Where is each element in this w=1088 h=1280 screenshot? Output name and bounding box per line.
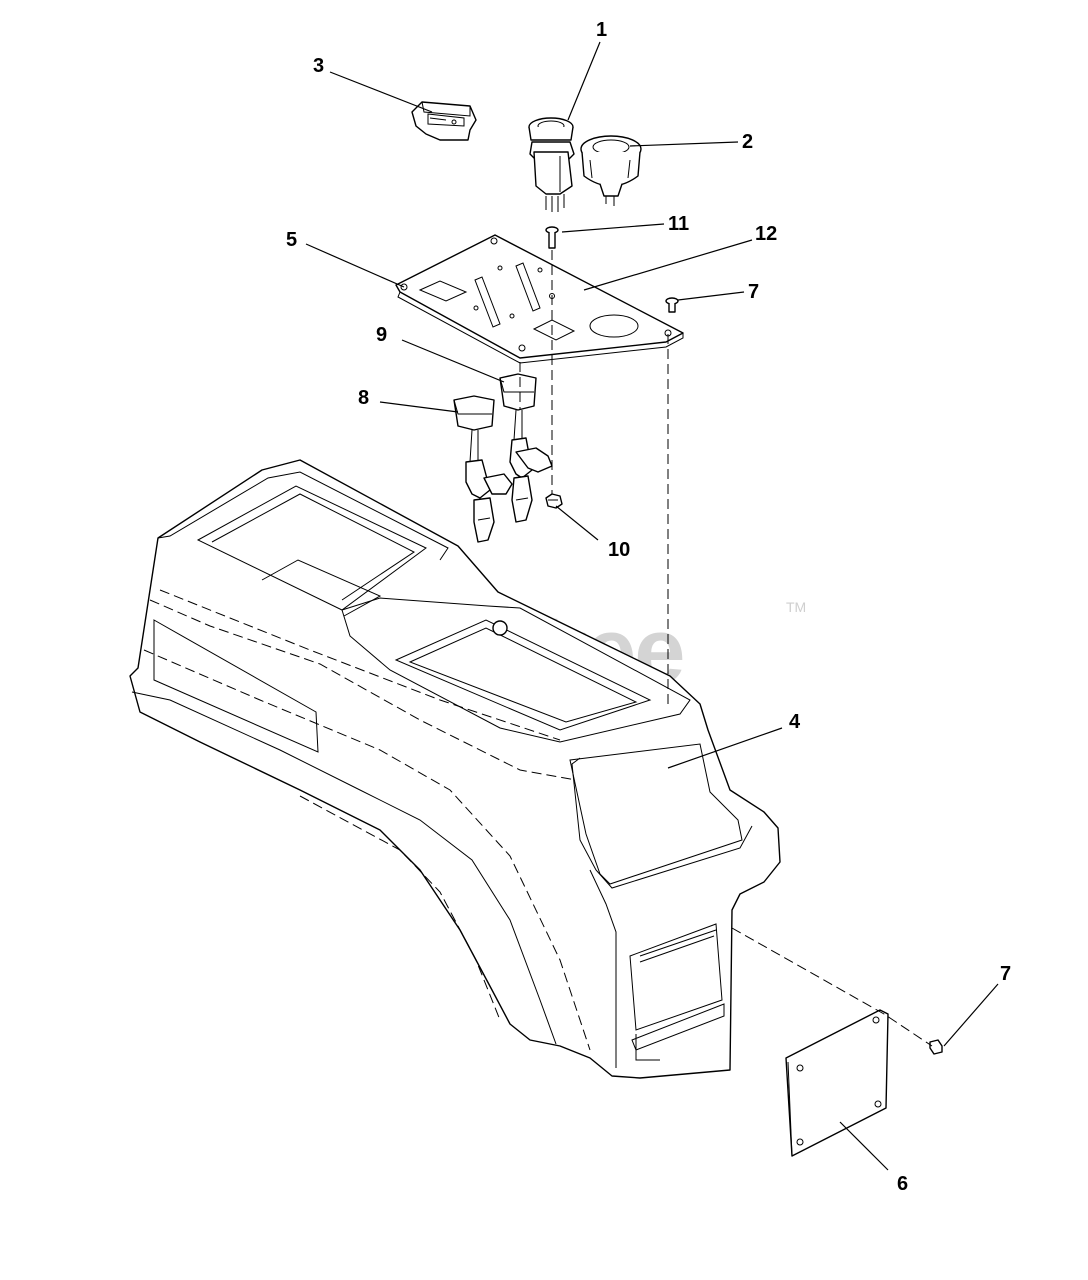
part-6-cover-plate[interactable] bbox=[785, 1009, 889, 1157]
callout-7-bottom: 7 bbox=[1000, 963, 1011, 985]
callout-7-top: 7 bbox=[748, 281, 759, 303]
callouts: 1 2 3 4 5 6 7 7 8 9 10 11 12 bbox=[286, 19, 1011, 1195]
callout-1: 1 bbox=[596, 19, 607, 41]
callout-10: 10 bbox=[608, 539, 630, 561]
part-9-lever-assembly[interactable] bbox=[499, 373, 553, 523]
watermark-trademark: TM bbox=[786, 599, 806, 615]
part-7-screw-bottom[interactable] bbox=[929, 1039, 943, 1055]
callout-3: 3 bbox=[313, 55, 324, 77]
part-10-nut[interactable] bbox=[545, 493, 563, 509]
part-4-fender-console[interactable] bbox=[129, 459, 781, 1079]
callout-8: 8 bbox=[358, 387, 369, 409]
callout-12: 12 bbox=[755, 223, 777, 245]
part-11-screw[interactable] bbox=[545, 226, 559, 249]
part-7-screw-top[interactable] bbox=[665, 297, 679, 313]
callout-11: 11 bbox=[668, 213, 689, 235]
part-1-ignition-switch[interactable] bbox=[528, 117, 575, 212]
callout-2: 2 bbox=[742, 131, 753, 153]
assembly-lines bbox=[519, 250, 933, 1047]
part-8-lever-assembly[interactable] bbox=[453, 395, 513, 543]
callout-4: 4 bbox=[789, 711, 801, 733]
part-3-switch[interactable] bbox=[411, 101, 477, 141]
leader-lines bbox=[305, 41, 999, 1171]
part-2-pto-switch[interactable] bbox=[580, 135, 642, 206]
part-12-console-plate[interactable] bbox=[395, 234, 684, 364]
callout-5: 5 bbox=[286, 229, 297, 251]
callout-6: 6 bbox=[897, 1173, 908, 1195]
callout-9: 9 bbox=[376, 324, 387, 346]
